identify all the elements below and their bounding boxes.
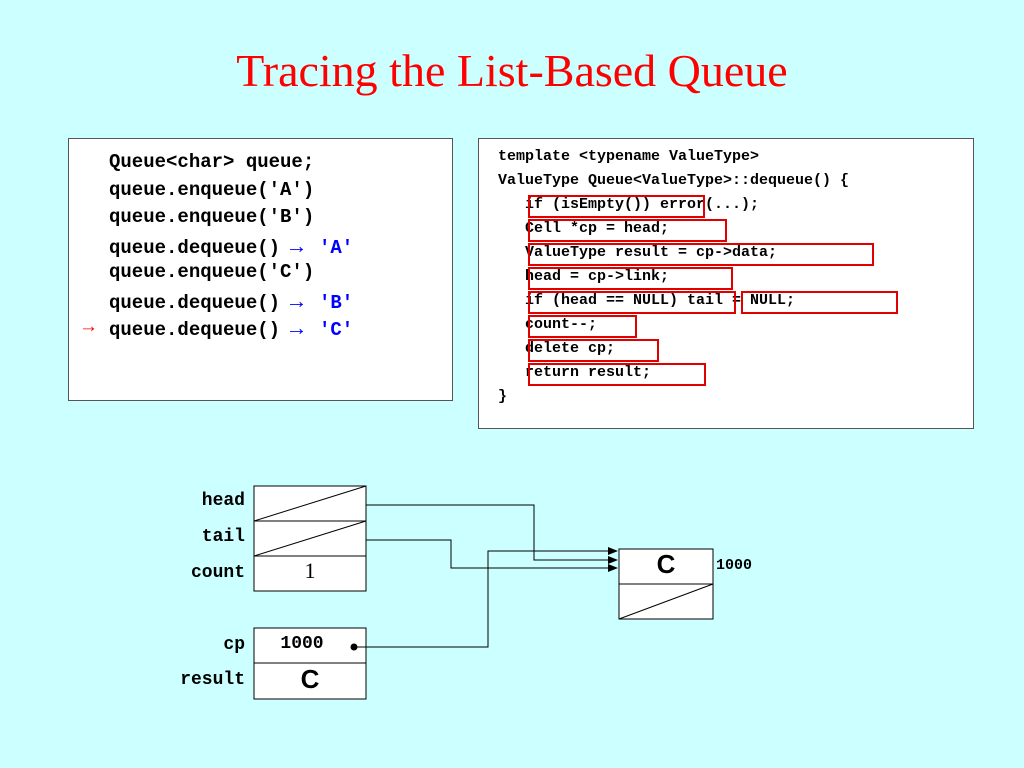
code-line-11: } [498, 388, 508, 405]
highlight-box [741, 291, 898, 314]
cp-label: cp [223, 635, 245, 655]
trace-line-4: queue.dequeue() → 'A' [109, 232, 354, 259]
highlight-box [528, 315, 637, 338]
trace-line-3: queue.enqueue('B') [109, 206, 315, 228]
highlight-box [528, 291, 736, 314]
tail-null-slash [253, 520, 367, 557]
code-line-2: ValueType Queue<ValueType>::dequeue() { [498, 172, 850, 189]
trace-line-6: queue.dequeue() → 'B' [109, 287, 354, 314]
trace-code-panel: Queue<char> queue; queue.enqueue('A') qu… [68, 138, 453, 401]
head-pointer-arrow [366, 504, 618, 564]
dequeue-result: 'A' [318, 236, 354, 259]
highlight-box [528, 339, 659, 362]
highlight-box [528, 243, 874, 266]
highlight-box [528, 195, 705, 218]
dequeue-result: 'B' [318, 291, 354, 314]
count-label: count [190, 563, 245, 583]
result-arrow-icon: → [280, 287, 308, 313]
code-line-8: count--; [498, 316, 598, 333]
count-value: 1 [304, 558, 316, 583]
head-null-slash [253, 485, 367, 522]
code-line-4: Cell *cp = head; [498, 220, 670, 237]
cp-pointer-arrow [354, 547, 618, 648]
result-arrow-icon: → [280, 232, 308, 258]
dequeue-code-panel: template <typename ValueType> ValueType … [478, 138, 974, 429]
result-value: C [300, 664, 320, 694]
trace-line-2: queue.enqueue('A') [109, 178, 315, 201]
cell-address: 1000 [716, 557, 753, 574]
code-line-9: delete cp; [498, 340, 616, 357]
code-line-6: head = cp->link; [498, 268, 670, 285]
code-line-10: return result; [498, 364, 652, 381]
highlight-box [528, 219, 727, 242]
code-line-1: template <typename ValueType> [498, 148, 760, 165]
dequeue-result: 'C' [318, 319, 354, 341]
link-null-slash [618, 583, 714, 620]
head-label: head [201, 491, 245, 511]
tail-label: tail [201, 527, 245, 547]
current-line-arrow-icon: → [79, 316, 98, 337]
trace-line-5: queue.enqueue('C') [109, 261, 315, 283]
trace-line-1: Queue<char> queue; [109, 151, 315, 173]
highlight-box [528, 267, 733, 290]
code-line-7: if (head == NULL) tail = NULL; [498, 292, 796, 309]
cp-value: 1000 [280, 634, 324, 654]
highlight-box [528, 363, 706, 386]
tail-pointer-arrow [366, 539, 618, 572]
cp-pointer-dot [350, 643, 358, 651]
code-line-5: ValueType result = cp->data; [498, 244, 778, 261]
cell-data-value: C [656, 549, 676, 579]
slide-title: Tracing the List-Based Queue [236, 45, 788, 96]
result-label: result [180, 670, 245, 690]
trace-line-7: queue.dequeue() → 'C' [109, 315, 354, 341]
result-arrow-icon: → [280, 315, 308, 340]
